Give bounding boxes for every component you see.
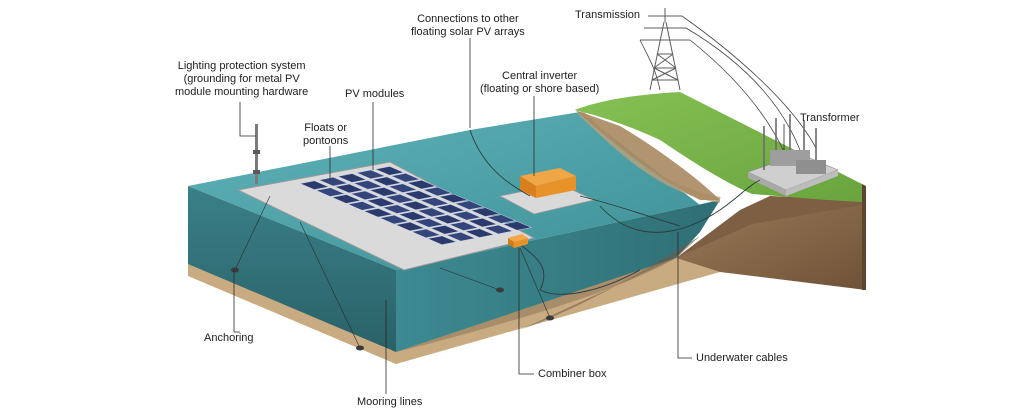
central-inverter-platform [498,168,596,215]
water-right-face [396,200,720,352]
pv-panel-array [299,166,533,245]
pv-panel [422,186,453,197]
pv-panel [315,187,346,197]
anchors [231,267,554,351]
pv-panel [387,183,418,193]
underwater-slope [396,236,700,352]
label-mooring-lines: Mooring lines [357,396,423,408]
pv-panel [432,214,463,224]
pv-panel [371,176,402,186]
cables [469,129,761,295]
pv-panel [416,207,447,218]
pv-panel [355,169,386,180]
pv-panel [406,179,437,190]
pv-panel [368,187,399,197]
label-transformer: Transformer [800,112,860,124]
label-floats: Floats or pontoons [303,122,349,147]
pv-panel [363,208,394,218]
pv-panel [426,235,458,245]
pv-panel [379,214,410,225]
transformer-station [747,114,839,196]
pv-panel [331,194,362,204]
pv-panel [435,204,466,214]
transmission-tower [640,8,690,91]
pv-panel [429,225,460,235]
label-transmission: Transmission [575,9,640,21]
pv-panel [337,173,368,183]
mooring-lines [234,195,551,349]
pv-panel [467,217,498,228]
pv-panel [451,211,482,221]
seabed-base [188,258,720,364]
pv-panel [502,221,533,231]
pv-panel [454,200,485,210]
pv-panel [445,232,476,242]
pv-panel [413,218,444,228]
pv-panel [397,211,428,221]
pv-panel [318,176,349,187]
label-pv-modules: PV modules [345,88,405,100]
pv-panel [438,193,469,203]
leader-lines [233,38,785,394]
pv-panel [374,166,405,176]
label-underwater-cables: Underwater cables [696,352,788,364]
pv-panel [470,207,501,217]
pv-panel [448,221,479,231]
pv-panel [384,194,415,204]
pv-panel [403,190,434,200]
label-anchoring: Anchoring [204,332,254,344]
label-central-inverter: Central inverter (floating or shore base… [480,70,600,95]
lightning-rod [253,124,260,184]
pv-panel [350,190,381,201]
label-combiner-box: Combiner box [538,368,607,380]
transmission-cables [639,15,817,157]
pv-panel [366,197,397,207]
combiner-box-unit [508,234,528,248]
pv-panel [486,214,517,224]
pv-panel [381,204,413,214]
pv-panel [390,173,421,183]
soil-bank [676,196,866,290]
pv-panel [400,200,431,211]
pv-panel [411,228,442,239]
label-connections: Connections to other floating solar PV a… [411,13,525,38]
pv-panel [464,228,495,238]
water-front-face [188,186,396,352]
label-lighting-protection: Lighting protection system (grounding fo… [175,60,309,98]
pv-panel [483,224,514,235]
pv-panel [334,183,365,194]
pv-panel [395,221,426,232]
pv-panel [352,180,383,190]
pv-panel [419,197,450,207]
pv-panel [299,180,330,190]
pv-panel [347,201,378,211]
float-frame [236,161,536,271]
